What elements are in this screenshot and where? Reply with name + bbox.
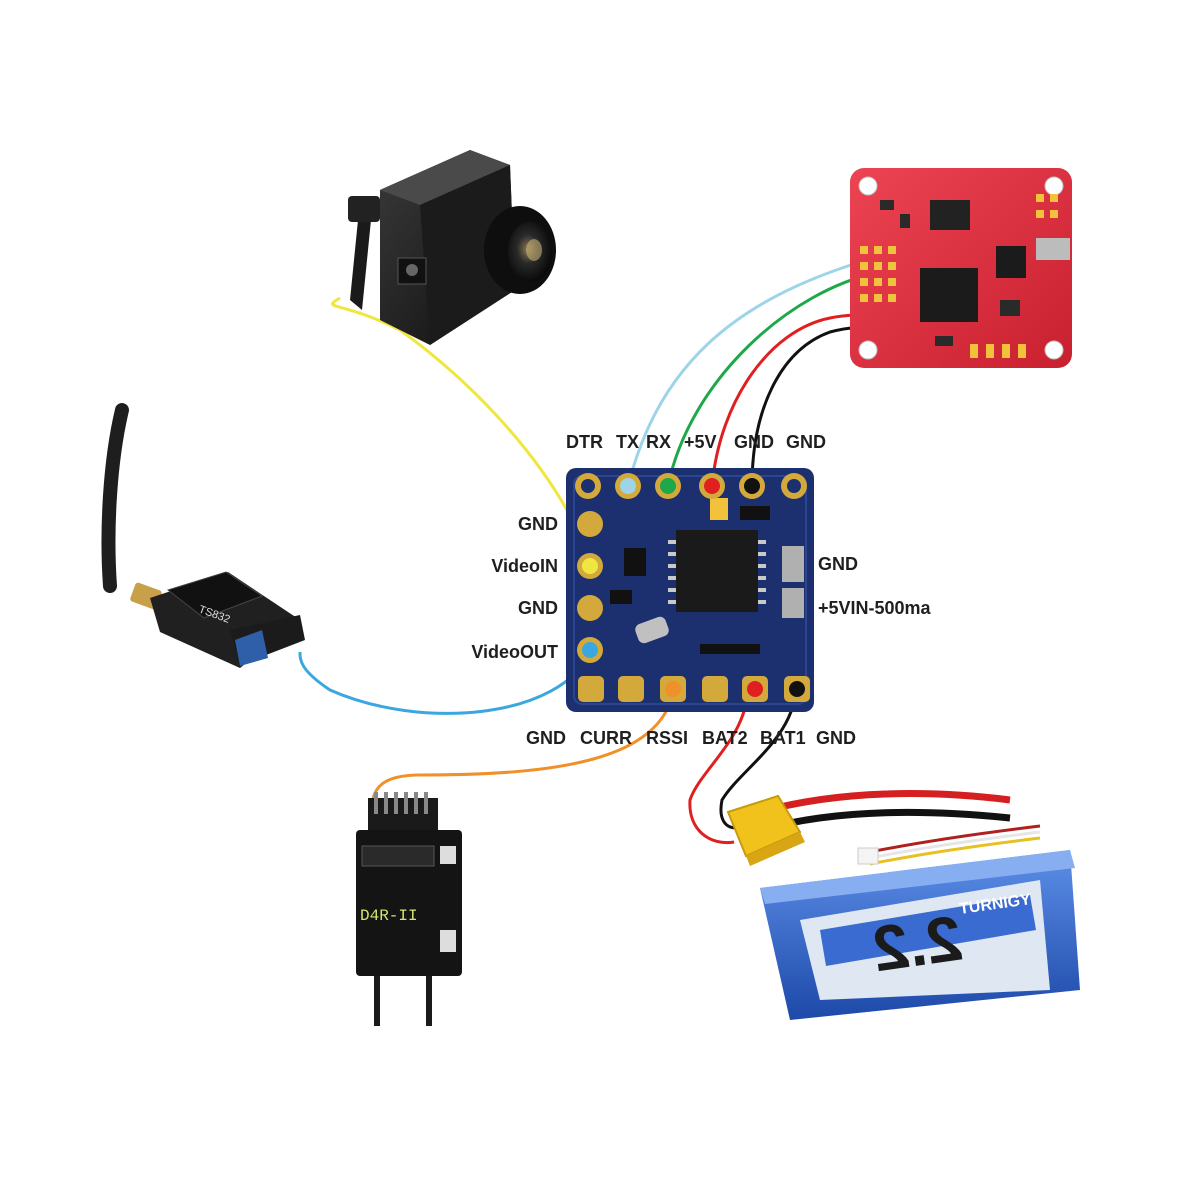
pin-label-5vin: +5VIN-500ma (818, 598, 931, 618)
pin-label-5v: +5V (684, 432, 717, 452)
pin-label-bottom-gnd-2: GND (816, 728, 856, 748)
pin-label-bat1: BAT1 (760, 728, 806, 748)
video-transmitter: TS832 (101, 403, 305, 668)
pin-label-bat2: BAT2 (702, 728, 748, 748)
pin-label-left-gnd-1: GND (518, 514, 558, 534)
pin-label-gnd-1: GND (734, 432, 774, 452)
receiver-label: D4R-II (360, 907, 418, 925)
power-wire-top (710, 312, 863, 487)
osd-board (566, 468, 814, 712)
fpv-camera (348, 150, 556, 345)
lipo-battery: 2.2 TURNIGY (726, 790, 1080, 1020)
pin-label-video-out: VideoOUT (471, 642, 558, 662)
pin-label-left-gnd-2: GND (518, 598, 558, 618)
pin-label-gnd-2: GND (786, 432, 826, 452)
pin-label-video-in: VideoIN (491, 556, 558, 576)
top-pin-row (575, 473, 807, 499)
rc-receiver: D4R-II (356, 792, 462, 1026)
battery-capacity: 2.2 (868, 902, 966, 986)
pin-label-curr: CURR (580, 728, 632, 748)
flight-controller (850, 168, 1072, 368)
pin-label-bottom-gnd-1: GND (526, 728, 566, 748)
video-in-wire (331, 296, 594, 567)
pin-label-right-gnd: GND (818, 554, 858, 574)
bat1-wire (688, 689, 750, 845)
wires (298, 234, 1001, 845)
pin-label-tx: TX (616, 432, 640, 452)
video-out-wire (298, 649, 594, 715)
pin-label-dtr: DTR (566, 432, 603, 452)
ground-wire-top (750, 324, 867, 487)
gnd-bat-wire (719, 689, 798, 830)
pin-label-rx: RX (646, 432, 672, 452)
rssi-wire (370, 689, 676, 805)
left-pin-column (577, 511, 603, 663)
bottom-pin-row (578, 676, 810, 702)
pin-label-rssi: RSSI (646, 728, 689, 748)
